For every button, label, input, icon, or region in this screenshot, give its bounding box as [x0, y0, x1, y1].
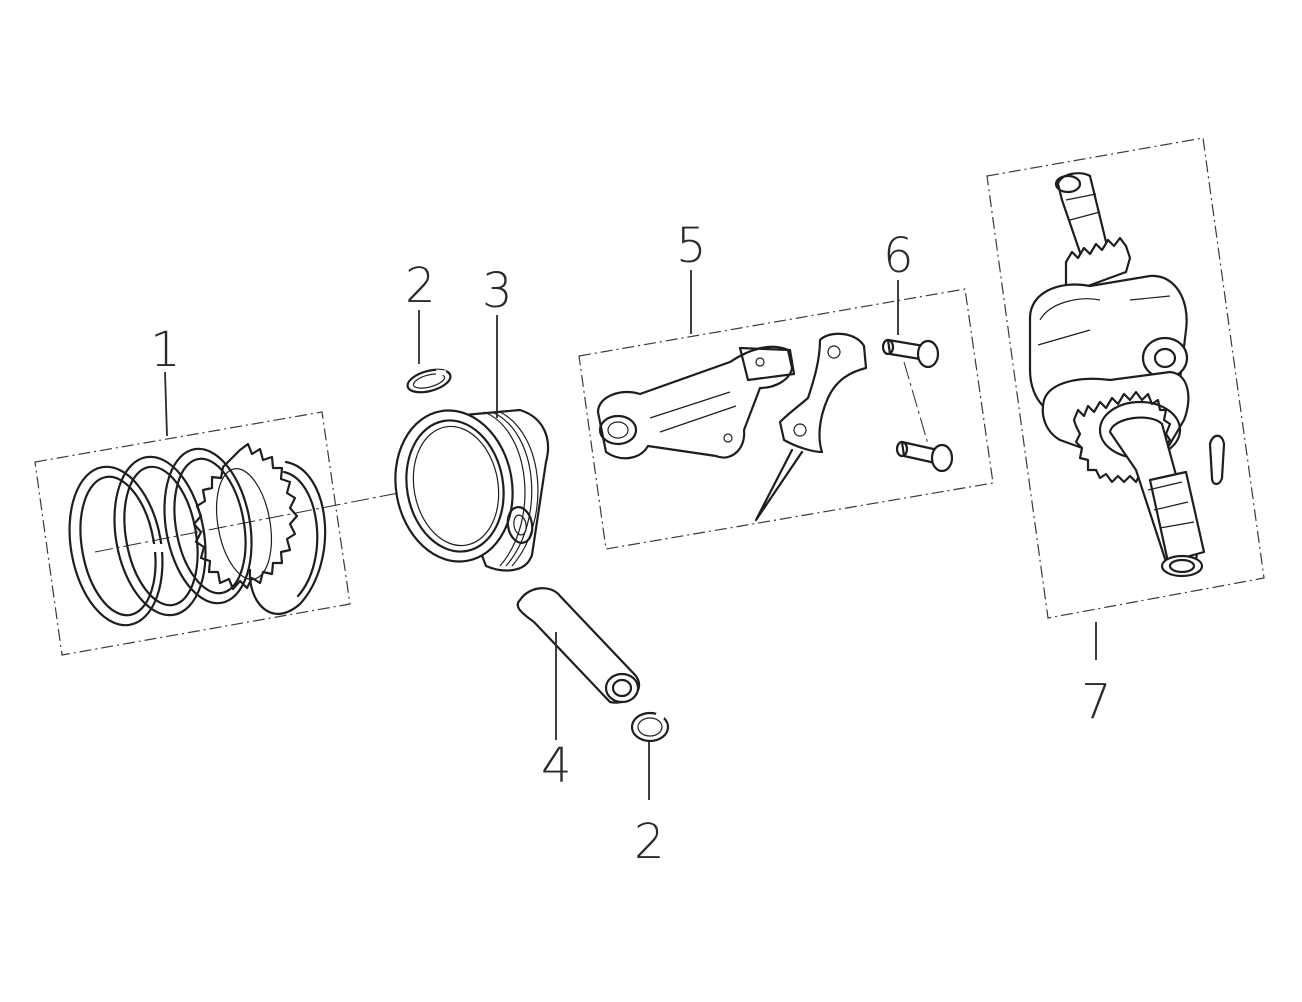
bolt-axis-line: [903, 361, 929, 445]
ring-oil-expander: [192, 442, 299, 591]
callout-4: 4: [541, 738, 572, 794]
piston-pin: 4: [516, 587, 641, 794]
ring-top-compression: [68, 465, 164, 627]
group-box-crankshaft: [986, 137, 1265, 619]
leader-line-1: [164, 371, 168, 437]
connecting-rod-assembly: 5 6: [578, 218, 994, 550]
rod-bolts: [881, 338, 954, 473]
ring-oil-rail: [163, 447, 253, 605]
piston-ring-set: 1: [34, 322, 456, 656]
group-box-piston-rings: [34, 411, 351, 656]
ring-lower-rail: [248, 460, 327, 616]
ring-axis-line: [94, 481, 456, 553]
ring-second-compression: [113, 455, 207, 617]
callout-3: 3: [482, 263, 513, 319]
callout-7: 7: [1081, 674, 1112, 730]
callout-1: 1: [150, 322, 181, 378]
crankshaft: [1028, 172, 1206, 578]
piston-pin-clip-lower: 2: [630, 711, 670, 870]
group-box-connecting-rod: [578, 288, 994, 550]
callout-2-lower: 2: [634, 814, 665, 870]
callout-5: 5: [676, 218, 707, 274]
connecting-rod: [596, 345, 796, 460]
crankshaft-assembly: 7: [986, 137, 1265, 730]
piston: 3: [394, 263, 550, 572]
callout-6: 6: [883, 228, 914, 284]
woodruff-key: [1208, 434, 1226, 486]
callout-2-upper: 2: [405, 258, 436, 314]
connecting-rod-cap: [754, 332, 868, 522]
piston-pin-clip-upper: 2: [405, 258, 452, 394]
